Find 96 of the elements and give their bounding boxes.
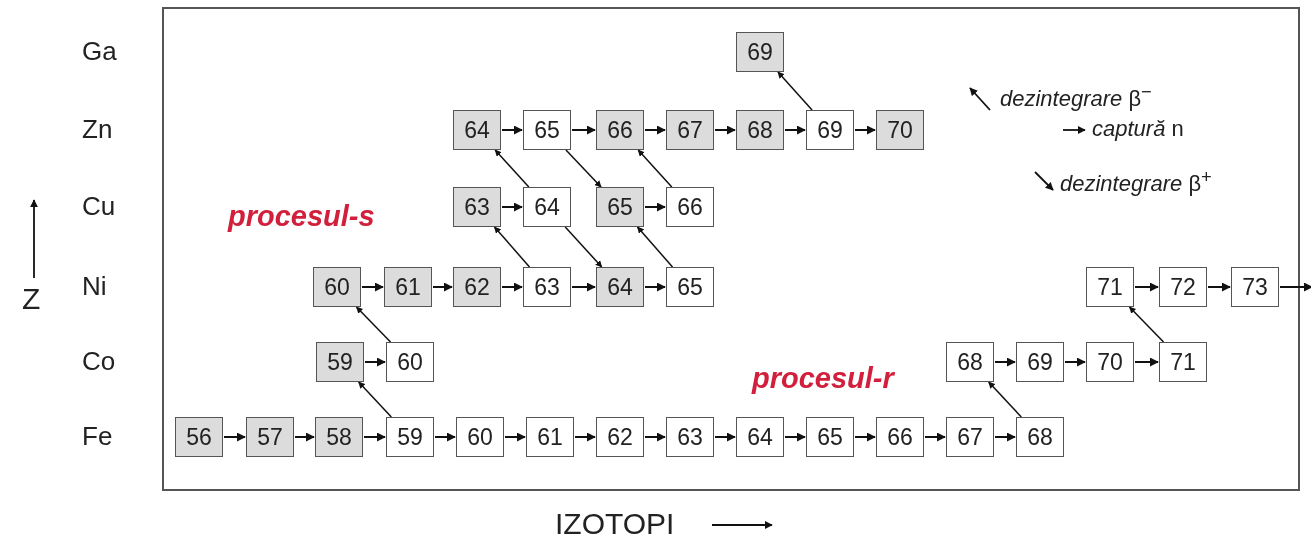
legend-text: captură n: [1092, 116, 1184, 142]
isotope-box: 63: [523, 267, 571, 307]
isotope-box: 67: [666, 110, 714, 150]
arrow: [854, 125, 876, 135]
arrow: [637, 149, 673, 188]
isotope-box: 71: [1159, 342, 1207, 382]
isotope-box: 69: [1016, 342, 1064, 382]
element-symbol: Cu: [82, 191, 116, 222]
arrow: [987, 381, 1023, 418]
process-label: procesul-r: [752, 362, 894, 395]
arrow: [363, 432, 386, 442]
isotope-box: 66: [876, 417, 924, 457]
element-symbol: Ni: [82, 271, 107, 302]
axis-label: Z: [22, 282, 41, 316]
isotope-box: 65: [806, 417, 854, 457]
arrow: [432, 282, 453, 292]
isotope-box: 59: [316, 342, 364, 382]
element-symbol: Co: [82, 346, 116, 377]
isotope-box: 72: [1159, 267, 1207, 307]
element-symbol: Zn: [82, 114, 113, 145]
arrow: [636, 226, 674, 268]
isotope-box: 56: [175, 417, 223, 457]
isotope-box: 61: [384, 267, 432, 307]
arrow: [1128, 306, 1165, 343]
element-symbol: Fe: [82, 421, 113, 452]
isotope-box: 60: [386, 342, 434, 382]
arrow: [714, 432, 736, 442]
element-symbol: Ga: [82, 36, 117, 67]
arrow: [504, 432, 526, 442]
isotope-box: 64: [523, 187, 571, 227]
isotope-box: 62: [596, 417, 644, 457]
arrow: [501, 282, 523, 292]
isotope-box: 63: [666, 417, 714, 457]
isotope-box: 68: [1016, 417, 1064, 457]
isotope-box: 64: [596, 267, 644, 307]
arrow: [434, 432, 456, 442]
arrow: [994, 357, 1016, 367]
arrow: [1279, 282, 1311, 292]
arrow: [644, 202, 666, 212]
arrow: [994, 432, 1016, 442]
arrow: [493, 226, 531, 268]
arrow: [571, 282, 596, 292]
isotope-box: 70: [1086, 342, 1134, 382]
arrow: [223, 432, 246, 442]
arrow: [294, 432, 315, 442]
isotope-box: 65: [596, 187, 644, 227]
isotope-box: 67: [946, 417, 994, 457]
arrow: [364, 357, 386, 367]
isotope-box: 70: [876, 110, 924, 150]
arrow: [361, 282, 384, 292]
isotope-box: 68: [736, 110, 784, 150]
arrow: [644, 125, 666, 135]
arrow: [494, 149, 530, 188]
arrow: [1064, 357, 1086, 367]
arrow: [501, 202, 523, 212]
isotope-box: 64: [453, 110, 501, 150]
arrow: [924, 432, 946, 442]
isotope-box: 58: [315, 417, 363, 457]
arrow: [564, 226, 603, 268]
arrow: [714, 125, 736, 135]
isotope-box: 73: [1231, 267, 1279, 307]
isotope-box: 61: [526, 417, 574, 457]
isotope-box: 69: [736, 32, 784, 72]
arrow: [777, 71, 813, 111]
isotope-box: 62: [453, 267, 501, 307]
legend-text: dezintegrare β$^{+}$: [1060, 166, 1212, 198]
arrow: [644, 432, 666, 442]
isotope-box: 60: [456, 417, 504, 457]
isotope-box: 66: [596, 110, 644, 150]
isotope-box: 66: [666, 187, 714, 227]
arrow: [571, 125, 596, 135]
arrow: [565, 149, 602, 188]
arrow: [501, 125, 523, 135]
arrow: [355, 306, 392, 343]
arrow: [784, 125, 806, 135]
isotope-box: 64: [736, 417, 784, 457]
arrow: [1207, 282, 1231, 292]
isotope-box: 69: [806, 110, 854, 150]
arrow: [1134, 282, 1159, 292]
process-label: procesul-s: [228, 200, 375, 233]
arrow: [644, 282, 666, 292]
axis-label: IZOTOPI: [555, 507, 675, 541]
isotope-box: 65: [666, 267, 714, 307]
arrow: [784, 432, 806, 442]
arrow: [357, 381, 393, 418]
legend-text: dezintegrare β$^{−}$: [1000, 81, 1152, 113]
arrow: [574, 432, 596, 442]
isotope-box: 71: [1086, 267, 1134, 307]
isotope-box: 65: [523, 110, 571, 150]
isotope-box: 59: [386, 417, 434, 457]
arrow: [1134, 357, 1159, 367]
isotope-box: 60: [313, 267, 361, 307]
isotope-box: 63: [453, 187, 501, 227]
isotope-box: 68: [946, 342, 994, 382]
isotope-box: 57: [246, 417, 294, 457]
arrow: [854, 432, 876, 442]
